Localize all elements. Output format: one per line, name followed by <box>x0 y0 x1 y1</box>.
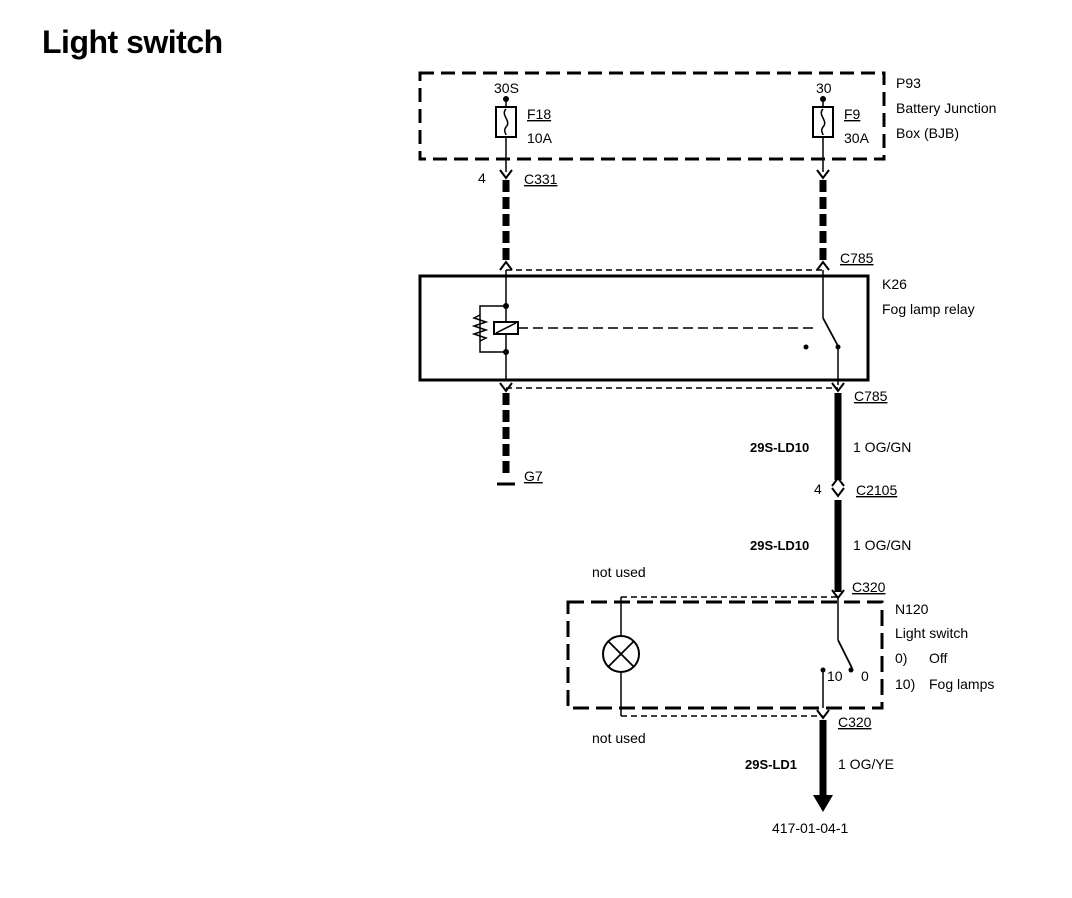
light-switch-contact <box>837 639 853 669</box>
c2105-label: C2105 <box>856 482 897 498</box>
output-arrow <box>813 795 833 812</box>
wire1-circuit: 29S-LD10 <box>750 440 809 455</box>
fuse-f18-rating: 10A <box>527 130 553 146</box>
fuse-f18-pin: 30S <box>494 80 519 96</box>
switch-id: N120 <box>895 601 929 617</box>
wire3-color: 1 OG/YE <box>838 756 894 772</box>
wire2-color: 1 OG/GN <box>853 537 911 553</box>
not-used-top: not used <box>592 564 646 580</box>
fuse-f9-pin: 30 <box>816 80 832 96</box>
switch-contact-10: 10 <box>827 668 843 684</box>
c2105-pin: 4 <box>814 481 822 497</box>
c785-top-label: C785 <box>840 250 874 266</box>
figure-ref: 417-01-04-1 <box>772 820 848 836</box>
relay-k26-enclosure <box>418 274 870 382</box>
switch-pos-fog-num: 10) <box>895 676 915 692</box>
bjb-enclosure <box>418 71 886 161</box>
fuse-f9-name: F9 <box>844 106 861 122</box>
relay-resistor-symbol <box>471 314 489 342</box>
light-switch-enclosure <box>566 600 884 710</box>
fuse-f18-symbol <box>495 106 517 138</box>
switch-pos-off: Off <box>929 650 948 666</box>
c320-top-label: C320 <box>852 579 886 595</box>
switch-pos-fog: Fog lamps <box>929 676 994 692</box>
fuse-f18-name: F18 <box>527 106 551 122</box>
relay-name: Fog lamp relay <box>882 301 975 317</box>
not-used-bottom: not used <box>592 730 646 746</box>
c785-bottom-label: C785 <box>854 388 888 404</box>
switch-pos-off-num: 0) <box>895 650 907 666</box>
fuse-f9-symbol <box>812 106 834 138</box>
c320-bottom-label: C320 <box>838 714 872 730</box>
wire2-circuit: 29S-LD10 <box>750 538 809 553</box>
wire3-circuit: 29S-LD1 <box>745 757 797 772</box>
ground-label: G7 <box>524 468 543 484</box>
fuse-f9-rating: 30A <box>844 130 870 146</box>
relay-id: K26 <box>882 276 907 292</box>
bjb-name-line1: Battery Junction <box>896 100 996 116</box>
c331-pin: 4 <box>478 170 486 186</box>
page-title: Light switch <box>42 24 223 60</box>
bjb-id: P93 <box>896 75 921 91</box>
bjb-name-line2: Box (BJB) <box>896 125 959 141</box>
switch-name: Light switch <box>895 625 968 641</box>
c331-label: C331 <box>524 171 558 187</box>
relay-switch-contact <box>822 317 839 347</box>
switch-contact-0: 0 <box>861 668 869 684</box>
wire1-color: 1 OG/GN <box>853 439 911 455</box>
